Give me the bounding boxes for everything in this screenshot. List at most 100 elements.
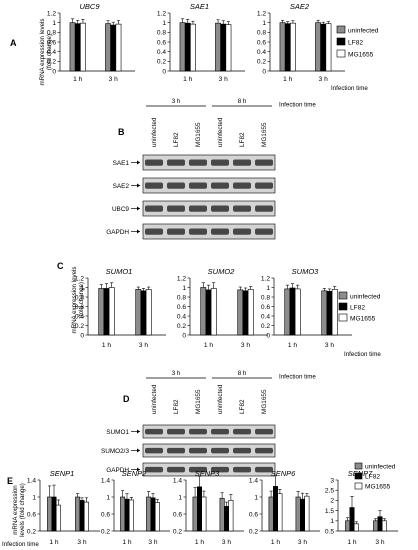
legend-label-mg1655: MG1655 [348,52,374,59]
chart-senp7: SENP70.511.522.531 h3 h [325,469,398,546]
infection-time-label: Infection time [279,374,316,381]
bar-lf82 [377,516,383,532]
bar-mg1655 [304,495,310,532]
lane-label: uninfected [217,384,224,414]
panel-letter-e: E [7,476,13,486]
x-category-label: 3 h [241,342,250,349]
y-axis-label-line-1: mRNA expression levels [39,18,46,85]
bar-mg1655 [190,23,196,72]
y-tick-label: 1.5 [325,508,334,515]
x-category-label: 1 h [73,76,82,83]
y-tick-label: 0 [262,68,266,75]
y-tick-label: 0 [266,332,270,339]
x-category-label: 3 h [139,342,148,349]
x-category-label: 3 h [222,539,231,546]
blot-band [233,205,251,212]
blot-band [167,182,185,189]
lane-label: uninfected [217,117,224,147]
bar-lf82 [205,289,212,336]
legend-swatch-uninfected [338,291,348,300]
chart-title: SUMO2 [208,267,236,276]
blot-band [211,447,229,454]
y-tick-label: 1.2 [75,275,84,282]
blot-band [167,159,185,166]
bar-lf82 [320,23,327,72]
blot-strip [142,462,276,477]
y-axis-label-a: mRNA expression levels (fold change) [39,18,53,85]
y-tick-label: 0.6 [173,511,182,518]
y-tick-label: 0.2 [157,59,166,66]
bar-uninfected [69,22,76,72]
infection-time-label-c: Infection time [344,351,381,358]
x-category-label: 3 h [325,342,334,349]
y-tick-label: 1 [162,20,166,27]
time-header: 3 h [172,98,181,105]
bar-lf82 [124,498,130,532]
x-category-label: 1 h [122,539,131,546]
bar-mg1655 [294,288,301,336]
bar-uninfected [200,287,207,336]
bar-lf82 [220,23,227,72]
y-axis-label-line-2: (fold change) [46,34,53,70]
infection-time-label-a: Infection time [331,85,368,92]
bar-uninfected [105,23,111,72]
y-tick-label: 0.6 [261,304,270,311]
x-category-label: 3 h [219,76,228,83]
bar-mg1655 [225,24,232,72]
bar-lf82 [349,507,355,532]
bar-mg1655 [108,287,115,336]
bar-lf82 [299,498,305,532]
y-tick-label: 0.2 [257,59,266,66]
x-category-label: 1 h [183,76,192,83]
y-tick-label: 0 [182,332,186,339]
bar-mg1655 [145,289,152,336]
y-tick-label: 0.6 [157,39,166,46]
bar-lf82 [140,290,147,336]
chart-title: SUMO3 [292,267,320,276]
infection-time-label: Infection time [279,102,316,109]
y-tick-label: 0.2 [75,323,84,330]
blot-strip [142,443,276,458]
lane-label: uninfected [151,117,158,147]
bar-uninfected [179,22,186,72]
legend-swatch-mg1655 [354,482,363,490]
blot-band [233,428,251,435]
y-tick-label: 0.6 [101,511,110,518]
legend-label-lf82: LF82 [365,474,380,481]
legend-label-uninfected: uninfected [350,294,381,301]
legend-swatch-lf82 [336,37,346,46]
infection-time-label-e: Infection time [2,541,39,548]
y-tick-label: 0.8 [257,30,266,37]
y-tick-label: 0.4 [75,313,84,320]
lane-label: LF82 [173,399,180,414]
y-tick-label: 0.6 [27,511,36,518]
legend-label-mg1655: MG1655 [350,316,376,323]
blot-strip [142,223,276,240]
bar-lf82 [224,506,230,532]
x-category-label: 3 h [298,539,307,546]
y-tick-label: 1 [254,494,258,501]
bar-mg1655 [83,501,89,532]
x-category-label: 3 h [375,539,384,546]
y-tick-label: 0.8 [177,294,186,301]
x-category-label: 1 h [288,342,297,349]
bar-uninfected [373,520,379,532]
blot-row-label: SUMO1 [106,429,129,436]
blot-arrow-head [137,183,140,188]
blot-band [189,428,207,435]
bar-mg1655 [115,23,122,72]
y-tick-label: 0 [52,68,56,75]
blot-strip [142,177,276,194]
y-axis-label-e: mRNA expression levels (fold change) [12,483,26,537]
panel-e: E mRNA expression levels (fold change) S… [2,462,398,548]
